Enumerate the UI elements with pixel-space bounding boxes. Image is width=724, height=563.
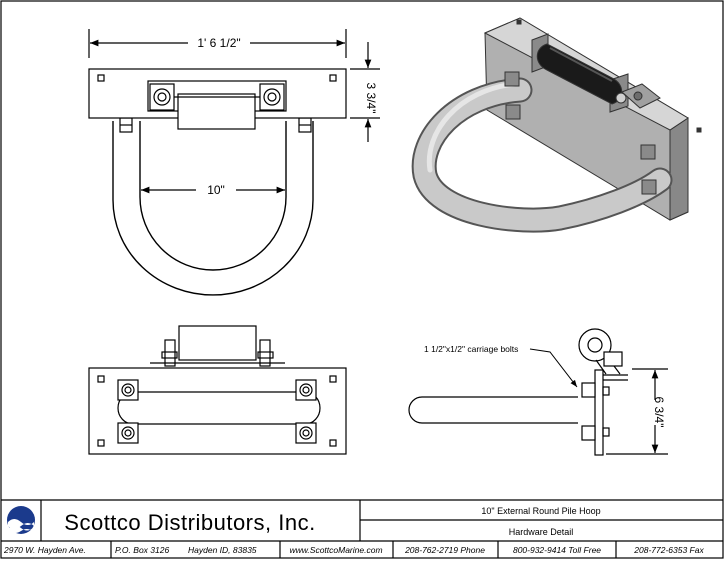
fax: 208-772-6353 Fax [633,545,704,555]
website: www.ScottcoMarine.com [289,545,382,555]
drawing-subtitle: Hardware Detail [509,527,574,537]
phone: 208-762-2719 Phone [404,545,485,555]
plate-height-label: 3 3/4" [364,83,378,114]
toll-free: 800-932-9414 Toll Free [513,545,601,555]
company-name: Scottco Distributors, Inc. [64,510,315,535]
title-block [1,499,723,558]
front-view [88,325,347,455]
po-box: P.O. Box 3126 [115,545,169,555]
side-view [408,328,668,456]
address: 2970 W. Hayden Ave. [3,545,86,555]
inner-width-label: 10" [207,183,225,197]
isometric-view [411,17,702,233]
side-height-label: 6 3/4" [652,397,666,428]
top-view [88,29,380,296]
carriage-bolt-callout: 1 1/2"x1/2" carriage bolts [424,344,518,354]
drawing-title: 10" External Round Pile Hoop [481,506,600,516]
company-logo [7,506,35,534]
city: Hayden ID, 83835 [188,545,257,555]
overall-width-label: 1' 6 1/2" [197,36,240,50]
